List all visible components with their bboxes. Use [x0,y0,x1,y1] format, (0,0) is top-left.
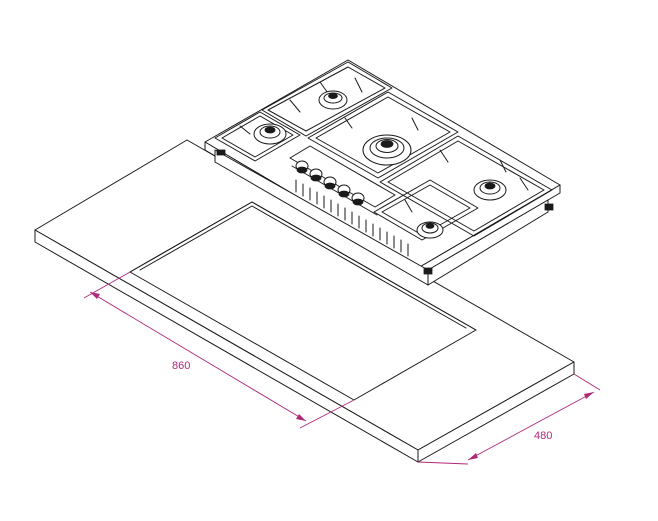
gas-cooktop [204,59,561,286]
control-knobs [295,160,365,206]
knob-1 [295,160,309,174]
burners [253,90,507,239]
vent-slots [295,179,409,257]
burner-rear-left [253,123,287,145]
pan-supports [214,61,553,241]
countertop-cutout [129,201,477,401]
knob-2 [309,168,323,182]
width-dimension: 860 [83,271,355,429]
depth-dimension: 480 [417,373,601,465]
knob-3 [323,176,337,190]
burner-right [473,179,507,201]
width-dimension-label: 860 [172,360,190,372]
burner-wok-center [362,134,412,166]
burner-front-small [416,221,444,239]
knob-4 [337,184,351,198]
burner-rear-center [318,90,348,110]
knob-5 [351,192,365,206]
depth-dimension-label: 480 [534,430,552,442]
control-panel [289,145,409,257]
